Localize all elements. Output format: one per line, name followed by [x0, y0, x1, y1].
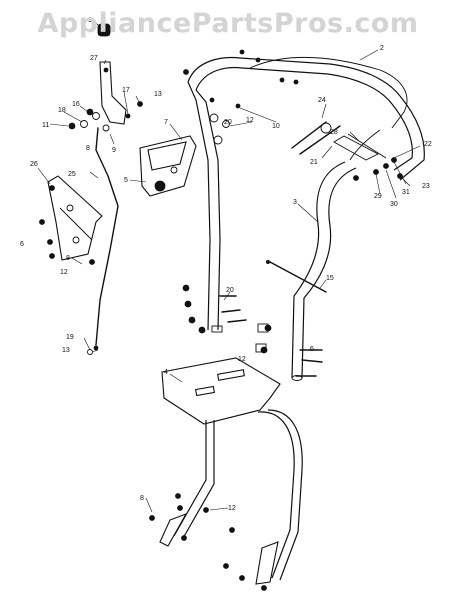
- nut: [239, 575, 245, 581]
- nut: [279, 77, 285, 83]
- callout-31: 31: [402, 189, 410, 196]
- nut: [209, 97, 215, 103]
- callout-20: 20: [226, 287, 234, 294]
- nut: [373, 169, 379, 175]
- callout-10: 10: [272, 123, 280, 130]
- callout-13-b: 13: [154, 91, 162, 98]
- callout-8: 8: [66, 255, 70, 262]
- callout-15: 15: [326, 275, 334, 282]
- nut: [175, 493, 181, 499]
- callout-17: 17: [122, 87, 130, 94]
- shift-rod-pivot-assembly: [291, 121, 387, 161]
- callout-11: 11: [42, 122, 49, 129]
- nut: [391, 157, 397, 163]
- nut: [125, 113, 131, 119]
- callout-12-c: 12: [238, 356, 246, 363]
- callout-16: 16: [72, 101, 80, 108]
- nut: [177, 505, 183, 511]
- callout-4: 4: [164, 369, 168, 376]
- screw: [47, 239, 53, 245]
- nut: [293, 79, 299, 85]
- callout-13: 13: [62, 347, 70, 354]
- washer: [92, 112, 100, 120]
- callout-24: 24: [318, 97, 326, 104]
- callout-8-b: 8: [86, 145, 90, 152]
- nut: [223, 563, 229, 569]
- callout-28: 28: [330, 129, 338, 136]
- callout-12-b: 12: [60, 269, 68, 276]
- callout-29: 29: [374, 193, 382, 200]
- callout-6: 6: [310, 346, 314, 353]
- screw: [49, 253, 55, 259]
- watermark: AppliancePartsPros.com: [37, 8, 419, 39]
- washer: [209, 113, 219, 123]
- nut: [383, 163, 389, 169]
- callout-22: 22: [424, 141, 432, 148]
- lower-handle-assembly: [159, 357, 303, 585]
- nut: [235, 103, 241, 109]
- nut: [182, 284, 190, 292]
- nut: [89, 259, 95, 265]
- hardware: [39, 49, 403, 591]
- nut: [181, 535, 187, 541]
- nut: [49, 185, 55, 191]
- nut: [68, 122, 76, 130]
- leader-lines: [37, 21, 421, 513]
- nut: [255, 57, 261, 63]
- callout-7: 7: [164, 119, 168, 126]
- callout-26: 26: [30, 161, 38, 168]
- nut: [203, 507, 209, 513]
- callout-30: 30: [390, 201, 398, 208]
- nut: [149, 515, 155, 521]
- callout-9: 9: [112, 147, 116, 154]
- callout-12: 12: [246, 117, 254, 124]
- nut: [188, 316, 196, 324]
- mount-plate-assembly: [139, 135, 197, 197]
- washer: [213, 135, 223, 145]
- nut: [261, 585, 267, 591]
- nut: [86, 108, 94, 116]
- screw: [183, 69, 189, 75]
- callout-12-d: 12: [228, 505, 236, 512]
- callout-3: 3: [293, 199, 297, 206]
- washer: [222, 120, 230, 128]
- nut: [264, 324, 272, 332]
- callout-6-b: 6: [20, 241, 24, 248]
- callout-23: 23: [422, 183, 430, 190]
- callout-1: 1: [88, 17, 92, 24]
- callout-labels: 1 2 3 4 5 6 6 7 8 8 8 9 10 11 12 12 12 1…: [20, 17, 432, 512]
- washer: [80, 120, 88, 128]
- callout-18: 18: [58, 107, 66, 114]
- bolt-15: [265, 259, 327, 293]
- callout-25: 25: [68, 171, 76, 178]
- callout-2: 2: [380, 45, 384, 52]
- nut: [198, 326, 206, 334]
- callout-8-c: 8: [140, 495, 144, 502]
- nut: [353, 175, 359, 181]
- upper-handle-assembly: [187, 56, 425, 381]
- nut: [229, 527, 235, 533]
- callout-19: 19: [66, 334, 74, 341]
- washer: [102, 124, 110, 132]
- screw: [39, 219, 45, 225]
- nut: [239, 49, 245, 55]
- callout-27: 27: [90, 55, 98, 62]
- shift-control-assembly: [47, 23, 127, 351]
- washer: [87, 349, 93, 355]
- nut: [260, 346, 268, 354]
- callout-20-b: 20: [224, 119, 232, 126]
- spacer: [211, 325, 223, 333]
- callout-21: 21: [310, 159, 318, 166]
- nut: [184, 300, 192, 308]
- callout-5: 5: [124, 177, 128, 184]
